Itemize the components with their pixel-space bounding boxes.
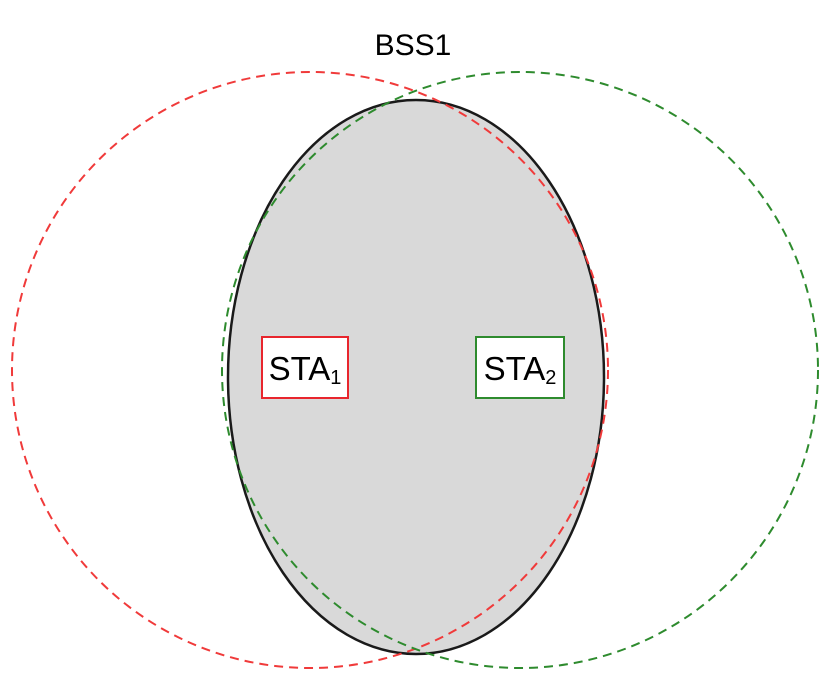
sta2-node: STA2 [475, 336, 565, 399]
sta1-name: STA [269, 350, 331, 387]
sta1-subscript: 1 [330, 367, 341, 389]
sta2-subscript: 2 [545, 367, 556, 389]
sta2-box [475, 336, 565, 399]
sta1-label: STA1 [269, 350, 342, 389]
bss1-coverage-area [226, 98, 606, 656]
bss1-label: BSS1 [375, 29, 452, 62]
sta1-node: STA1 [261, 336, 349, 399]
sta2-range-circle [221, 71, 819, 669]
sta1-box [261, 336, 349, 399]
sta2-name: STA [484, 350, 546, 387]
sta2-label: STA2 [484, 350, 557, 389]
sta1-range-circle [11, 71, 609, 669]
